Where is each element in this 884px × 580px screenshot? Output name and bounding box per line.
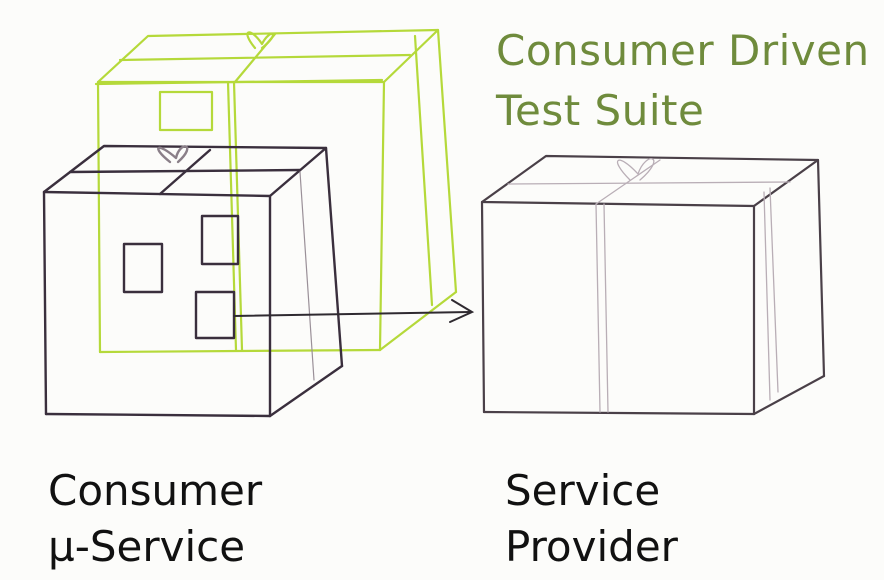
test-suite-box (94, 28, 458, 354)
test-suite-label: Consumer Driven Test Suite (496, 30, 870, 150)
test-suite-label-line1: Consumer Driven (496, 26, 870, 75)
request-arrow (233, 299, 475, 323)
consumer-service-box (42, 144, 344, 418)
provider-label: Service Provider (505, 470, 678, 580)
service-provider-box (480, 154, 826, 416)
provider-label-line1: Service (505, 466, 661, 515)
test-suite-label-line2: Test Suite (496, 86, 705, 135)
consumer-label-line2: µ-Service (48, 522, 246, 571)
consumer-label: Consumer µ-Service (48, 470, 262, 580)
provider-label-line2: Provider (505, 522, 678, 571)
consumer-label-line1: Consumer (48, 466, 263, 515)
